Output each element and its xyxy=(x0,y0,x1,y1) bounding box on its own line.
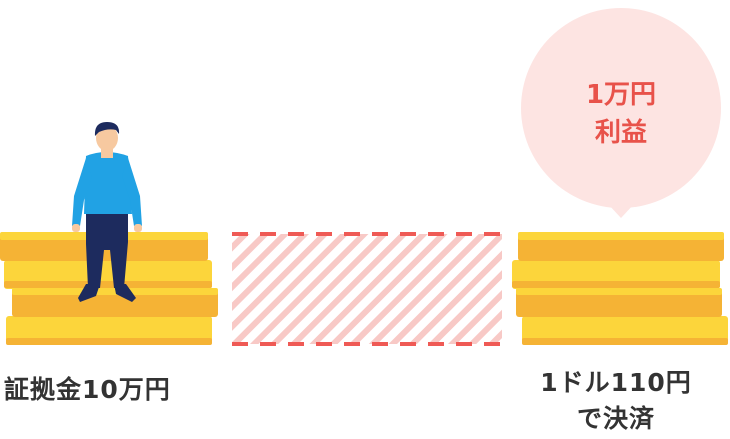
coin xyxy=(12,288,218,317)
profit-bubble-text: 1万円 利益 xyxy=(531,76,711,152)
right-coin-stack xyxy=(512,232,728,345)
bubble-amount: 1万円 xyxy=(585,80,657,110)
profit-bubble xyxy=(521,8,721,218)
left-caption: 証拠金10万円 xyxy=(4,375,171,404)
right-caption-line1: 1ドル110円 xyxy=(540,368,692,397)
coin xyxy=(516,288,722,317)
missing-coins-placeholder xyxy=(232,232,502,346)
right-caption: 1ドル110円 で決済 xyxy=(511,365,721,437)
coin xyxy=(6,316,212,345)
coin xyxy=(522,316,728,345)
right-caption-line2: で決済 xyxy=(576,404,655,433)
person-icon xyxy=(72,122,142,302)
bubble-label: 利益 xyxy=(594,118,647,148)
